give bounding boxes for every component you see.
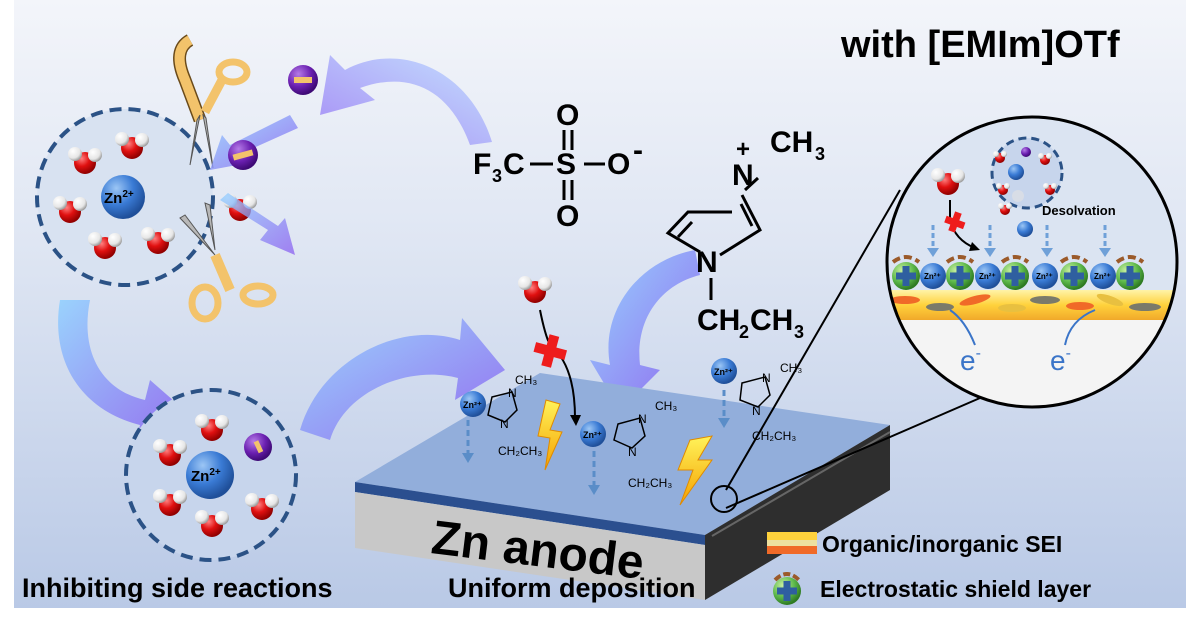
svg-text:N: N bbox=[628, 445, 637, 459]
svg-text:Zn²⁺: Zn²⁺ bbox=[979, 272, 996, 281]
lightning-icon bbox=[537, 399, 563, 471]
svg-text:CH₂CH₃: CH₂CH₃ bbox=[628, 476, 672, 490]
svg-text:N: N bbox=[696, 246, 718, 279]
blocked-cross-icon bbox=[533, 334, 568, 368]
svg-text:CH: CH bbox=[750, 304, 793, 337]
zinc-ion bbox=[101, 175, 145, 219]
svg-text:-: - bbox=[633, 134, 643, 167]
electron-arrow bbox=[949, 309, 976, 346]
water-molecule bbox=[518, 276, 552, 303]
emim-cation-structure: N + CH 3 N CH 2 CH 3 bbox=[665, 126, 825, 342]
svg-text:Zn²⁺: Zn²⁺ bbox=[714, 367, 733, 377]
svg-text:Organic/inorganic SEI: Organic/inorganic SEI bbox=[822, 531, 1062, 557]
svg-text:3: 3 bbox=[492, 166, 502, 186]
svg-text:N: N bbox=[752, 404, 761, 418]
zinc-ion: Zn²⁺ bbox=[580, 421, 606, 447]
curved-arrow-right bbox=[590, 250, 700, 410]
scissors-icon bbox=[179, 202, 277, 323]
svg-text:CH₃: CH₃ bbox=[655, 399, 677, 413]
curved-arrow-left bbox=[58, 300, 190, 445]
svg-text:Zn²⁺: Zn²⁺ bbox=[1094, 272, 1111, 281]
electron-arrow bbox=[1064, 309, 1096, 346]
zinc-ion bbox=[186, 451, 234, 499]
diagram-svg: with [EMIm]OTf Zn2+ bbox=[22, 24, 1179, 605]
svg-text:N: N bbox=[500, 417, 509, 431]
lightning-icon bbox=[677, 435, 713, 506]
svg-text:Zn²⁺: Zn²⁺ bbox=[583, 430, 602, 440]
caption-inhibiting: Inhibiting side reactions bbox=[22, 573, 333, 603]
svg-text:CH₃: CH₃ bbox=[780, 361, 802, 375]
svg-text:S: S bbox=[556, 148, 576, 181]
shield-arcs bbox=[891, 255, 1145, 264]
triflate-anion-structure: F 3 C S O - O O bbox=[473, 99, 643, 233]
zoom-line bbox=[725, 397, 981, 509]
desolvation-label: Desolvation bbox=[1042, 203, 1116, 218]
blocked-cross-icon bbox=[944, 211, 966, 233]
zinc-ion-label: Zn2+ bbox=[104, 189, 134, 207]
svg-text:O: O bbox=[556, 200, 579, 233]
emim-cation-small: N CH₃ N CH₂CH₃ bbox=[487, 373, 542, 458]
svg-text:CH₂CH₃: CH₂CH₃ bbox=[498, 444, 542, 458]
svg-text:+: + bbox=[736, 136, 750, 163]
curved-arrow-top bbox=[320, 55, 492, 145]
svg-text:Zn²⁺: Zn²⁺ bbox=[1036, 272, 1053, 281]
svg-text:Zn²⁺: Zn²⁺ bbox=[924, 272, 941, 281]
diagram-canvas: with [EMIm]OTf Zn2+ bbox=[14, 0, 1186, 608]
solvation-shell-top: Zn2+ bbox=[35, 107, 257, 287]
zinc-ion-label: Zn2+ bbox=[191, 467, 221, 485]
zoom-inset: Zn²⁺ Zn²⁺ Zn²⁺ Zn²⁺ Desolvation bbox=[885, 115, 1179, 409]
svg-text:CH: CH bbox=[697, 304, 740, 337]
svg-text:CH₂CH₃: CH₂CH₃ bbox=[752, 429, 796, 443]
water-out-arrow bbox=[220, 193, 295, 255]
electron-label: e- bbox=[960, 345, 981, 376]
svg-text:C: C bbox=[503, 148, 525, 181]
svg-text:Zn²⁺: Zn²⁺ bbox=[463, 400, 482, 410]
svg-text:Electrostatic shield layer: Electrostatic shield layer bbox=[820, 576, 1091, 602]
scissors-icon bbox=[173, 34, 251, 169]
curved-arrow-middle bbox=[300, 318, 505, 440]
title: with [EMIm]OTf bbox=[840, 24, 1120, 66]
legend-item-shield: Electrostatic shield layer bbox=[773, 572, 1091, 605]
svg-text:N: N bbox=[762, 371, 771, 385]
svg-text:2: 2 bbox=[739, 322, 749, 342]
svg-text:O: O bbox=[607, 148, 630, 181]
anion-icon bbox=[288, 65, 318, 95]
zinc-ion: Zn²⁺ bbox=[711, 358, 737, 384]
zinc-ion: Zn²⁺ bbox=[460, 391, 486, 417]
zn-anode-slab: Zn anode bbox=[355, 373, 891, 600]
zoom-origin-circle bbox=[710, 485, 738, 513]
emim-cation-small: N CH₃ N CH₂CH₃ bbox=[739, 361, 802, 443]
svg-text:F: F bbox=[473, 148, 491, 181]
svg-text:N: N bbox=[508, 386, 517, 400]
svg-text:N: N bbox=[732, 159, 754, 192]
svg-text:CH: CH bbox=[770, 126, 813, 159]
svg-text:O: O bbox=[556, 99, 579, 132]
svg-text:3: 3 bbox=[815, 144, 825, 164]
svg-text:3: 3 bbox=[794, 322, 804, 342]
caption-uniform: Uniform deposition bbox=[448, 573, 695, 603]
svg-text:CH₃: CH₃ bbox=[515, 373, 537, 387]
legend-item-sei: Organic/inorganic SEI bbox=[767, 531, 1062, 557]
solvation-shell-bottom: Zn2+ bbox=[124, 388, 298, 562]
svg-text:N: N bbox=[638, 412, 647, 426]
electron-label: e- bbox=[1050, 345, 1071, 376]
zoom-line bbox=[725, 189, 901, 491]
anion-icon bbox=[228, 140, 258, 170]
emim-cation-small: N CH₃ N CH₂CH₃ bbox=[613, 399, 677, 490]
